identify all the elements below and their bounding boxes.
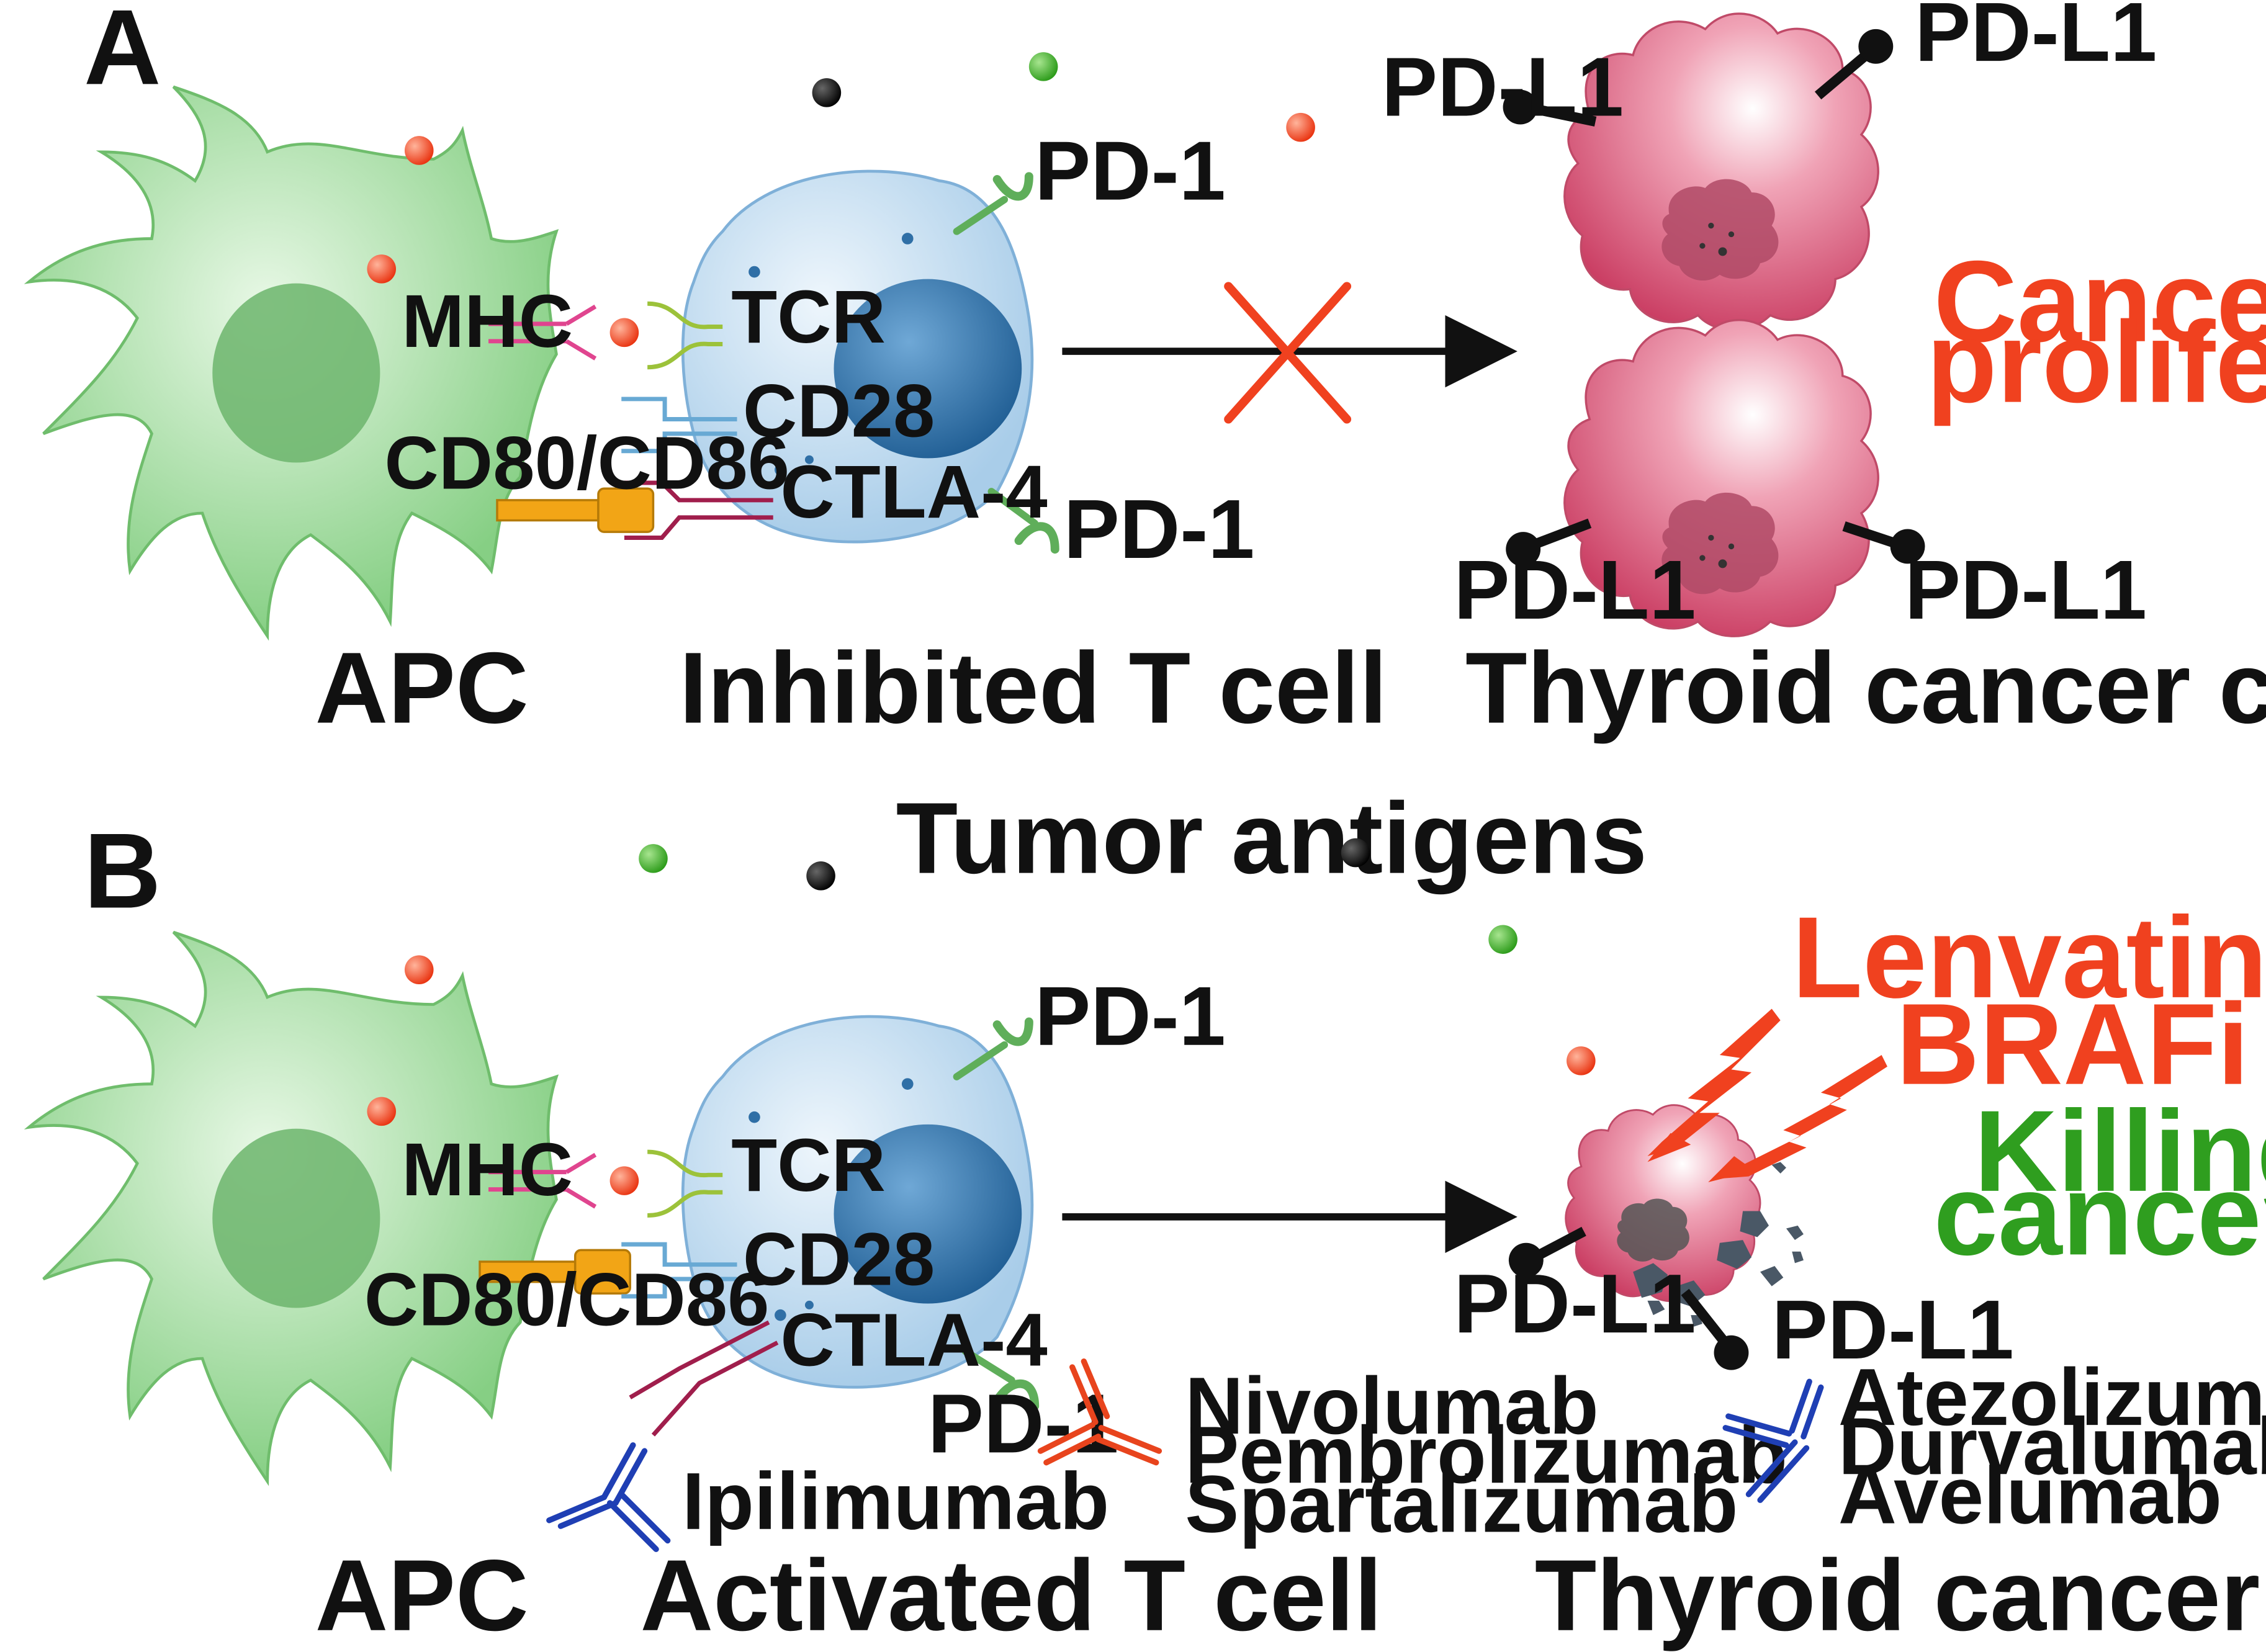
pd1-label-a-top: PD-1 bbox=[1035, 124, 1226, 218]
pdl1-ball bbox=[1506, 532, 1541, 567]
tumor-antigen-red bbox=[404, 136, 434, 165]
pdl1-ball bbox=[1508, 1242, 1544, 1278]
brafi-lightning-icon bbox=[1708, 1055, 1887, 1182]
tumor-antigen-green bbox=[1488, 925, 1517, 954]
tumor-antigens-label: Tumor antigens bbox=[896, 781, 1647, 895]
cd80-cd86-label-b: CD80/CD86 bbox=[364, 1257, 770, 1341]
cd28-receptor-a bbox=[621, 397, 737, 454]
pdl1-ball bbox=[1503, 89, 1538, 125]
outcome-label-a-line1: Cancer cell bbox=[1933, 237, 2266, 366]
apc-cell-b bbox=[29, 932, 557, 1481]
pdl1-label-a-upper-right: PD-L1 bbox=[1915, 0, 2157, 79]
outcome-label-a-line2: proliferation bbox=[1927, 298, 2266, 427]
tumor-antigen-black bbox=[1341, 838, 1370, 868]
pd1-label-b-bottom: PD-1 bbox=[928, 1376, 1119, 1470]
pdl1-label-b-right: PD-L1 bbox=[1772, 1283, 2014, 1376]
apc-label-a: APC bbox=[315, 631, 529, 745]
tumor-antigen-black bbox=[812, 78, 842, 107]
t-cell-label-b: Activated T cell bbox=[641, 1538, 1383, 1652]
pdl1-ball bbox=[1890, 529, 1925, 564]
anti-pd1-antibody bbox=[1037, 1358, 1162, 1466]
anti-pd1-drug-3: Spartalizumab bbox=[1185, 1458, 1738, 1549]
mhc-receptor-b bbox=[488, 1152, 597, 1209]
pd1-receptor-a-bottom bbox=[987, 488, 1059, 554]
pd1-label-b-top: PD-1 bbox=[1035, 969, 1226, 1063]
t-cell-b bbox=[683, 1017, 1032, 1387]
ctla4-receptor-b bbox=[629, 1320, 779, 1437]
t-cell-a bbox=[683, 171, 1032, 542]
pd1-receptor-b-bottom bbox=[961, 1347, 1040, 1411]
ipilimumab-label: Ipilimumab bbox=[682, 1456, 1109, 1547]
ipilimumab-antibody bbox=[546, 1442, 671, 1553]
cd80-cd86-ligand-b bbox=[479, 1249, 631, 1295]
tumor-antigen-red bbox=[404, 955, 434, 984]
brafi-label: BRAFi bbox=[1896, 980, 2249, 1109]
tumor-label-b: Thyroid cancer bbox=[1535, 1538, 2260, 1652]
tumor-antigen-red bbox=[367, 254, 396, 284]
anti-pdl1-drug-1: Atezolizumab bbox=[1838, 1352, 2266, 1442]
tumor-label-a: Thyroid cancer cell bbox=[1465, 631, 2266, 745]
anti-pdl1-drug-3: Avelumab bbox=[1838, 1450, 2222, 1540]
apc-cell-a bbox=[29, 87, 557, 636]
tumor-antigen-green bbox=[639, 844, 668, 873]
lenvatinib-lightning-icon bbox=[1647, 1008, 1781, 1162]
cd28-receptor-b bbox=[621, 1242, 737, 1299]
ctla4-label-a: CTLA-4 bbox=[780, 449, 1047, 534]
tumor-antigen-red bbox=[367, 1097, 396, 1126]
pdl1-label-a-upper-left: PD-L1 bbox=[1382, 40, 1624, 134]
mhc-label-b: MHC bbox=[402, 1127, 573, 1211]
tumor-antigen-red bbox=[609, 1166, 639, 1195]
anti-pdl1-drug-2: Durvalumab bbox=[1838, 1401, 2266, 1491]
cd80-cd86-label-a: CD80/CD86 bbox=[384, 420, 789, 505]
pdl1-label-a-lower-right: PD-L1 bbox=[1905, 543, 2147, 637]
pdl1-ball bbox=[1714, 1335, 1749, 1370]
pd1-label-a-bottom: PD-1 bbox=[1064, 482, 1255, 576]
tumor-antigen-red bbox=[609, 318, 639, 348]
cd28-label-a: CD28 bbox=[743, 368, 935, 452]
cd80-cd86-ligand-a bbox=[496, 487, 655, 533]
tcr-receptor-a bbox=[647, 301, 723, 370]
tcr-label-b: TCR bbox=[731, 1123, 886, 1207]
apc-label-b: APC bbox=[315, 1538, 529, 1652]
tumor-antigen-green bbox=[1028, 52, 1058, 81]
panel-a-label: A bbox=[84, 0, 161, 107]
pd1-receptor-b-top bbox=[953, 1017, 1033, 1080]
outcome-label-b-line2: cancer cells bbox=[1933, 1150, 2266, 1279]
tumor-antigen-red bbox=[1567, 1046, 1596, 1075]
pdl1-label-a-lower-left: PD-L1 bbox=[1454, 543, 1696, 637]
mhc-receptor-a bbox=[488, 304, 597, 361]
mhc-label-a: MHC bbox=[402, 279, 573, 363]
thyroid-cancer-cell-a-upper bbox=[1563, 12, 1879, 331]
t-cell-label-a: Inhibited T cell bbox=[679, 631, 1387, 745]
tumor-antigen-black bbox=[806, 861, 835, 891]
panel-b-label: B bbox=[84, 811, 161, 931]
ctla4-label-b: CTLA-4 bbox=[780, 1298, 1047, 1382]
tcr-label-a: TCR bbox=[731, 274, 886, 359]
cd28-label-b: CD28 bbox=[743, 1216, 935, 1301]
pdl1-label-b-left: PD-L1 bbox=[1454, 1257, 1696, 1350]
anti-pd1-drug-2: Pembrolizumab bbox=[1185, 1409, 1787, 1500]
outcome-label-b-line1: Killing of bbox=[1974, 1087, 2266, 1216]
tcr-receptor-b bbox=[647, 1149, 723, 1218]
pdl1-ball bbox=[1858, 29, 1894, 64]
blocked-x-icon bbox=[1224, 282, 1352, 424]
anti-pd1-drug-1: Nivolumab bbox=[1185, 1360, 1598, 1451]
lenvatinib-label: Lenvatinib bbox=[1792, 893, 2266, 1022]
anti-pdl1-antibody bbox=[1722, 1378, 1824, 1503]
tumor-antigen-red bbox=[1286, 112, 1315, 142]
ctla4-receptor-a bbox=[624, 480, 773, 540]
pd1-receptor-a-top bbox=[953, 172, 1033, 235]
thyroid-cancer-cell-a-lower bbox=[1563, 318, 1879, 637]
